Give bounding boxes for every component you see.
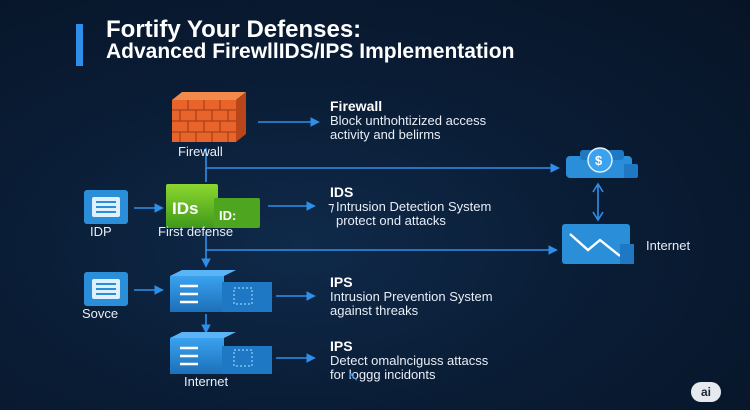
source-node-label: Sovce [82, 306, 119, 321]
svg-text:$: $ [595, 153, 603, 168]
ips-detect-text: Detect omalnciguss attacss for loggg inc… [330, 353, 489, 382]
ips-detect-marker: ↖ [348, 369, 359, 384]
internet-right-label: Internet [646, 238, 691, 253]
idp-document-icon [84, 190, 128, 224]
ids-box-icon: IDs ID: [166, 184, 260, 228]
ips-detect-description: IPS Detect omalnciguss attacss for loggg… [330, 338, 489, 384]
ips-detect-heading: IPS [330, 338, 353, 354]
idp-node-label: IDP [90, 224, 112, 239]
ids-text: Intrusion Detection System protect ond a… [336, 199, 492, 228]
firewall-text: Block unthohtizized access activity and … [330, 113, 487, 142]
ips-heading: IPS [330, 274, 353, 290]
internet-bottom-label: Internet [184, 374, 229, 389]
ips-description: IPS Intrusion Prevention System against … [330, 274, 493, 318]
arrow-firewall-cloud [205, 148, 560, 173]
source-document-icon [84, 272, 128, 306]
ids-description: IDS ⁊ Intrusion Detection System protect… [328, 184, 492, 228]
ids-badge-text: IDs [172, 199, 198, 218]
ips-text: Intrusion Prevention System against thre… [330, 289, 493, 318]
server-icon-2 [170, 332, 272, 374]
ai-badge: ai [691, 382, 721, 402]
ids-marker: ⁊ [328, 199, 335, 214]
network-graph-icon [562, 224, 634, 264]
connector-lines [134, 117, 604, 363]
firewall-description: Firewall Block unthohtizized access acti… [330, 98, 486, 142]
double-arrow-heads [592, 182, 604, 222]
server-icon [170, 270, 272, 312]
title-accent-bar [76, 24, 83, 66]
brick-wall-icon [172, 92, 246, 142]
ids-badge-small: ID: [219, 208, 236, 223]
page-title: Fortify Your Defenses: [106, 16, 362, 43]
firewall-node-label: Firewall [178, 144, 223, 159]
firewall-heading: Firewall [330, 98, 383, 114]
ids-heading: IDS [330, 184, 354, 200]
arrow-ids-internet [205, 232, 558, 255]
page-subtitle: Advanced FirewllIDS/IPS Implementation [106, 40, 515, 63]
cloud-money-icon: $ [566, 147, 638, 178]
first-defense-label: First defense [158, 224, 234, 239]
